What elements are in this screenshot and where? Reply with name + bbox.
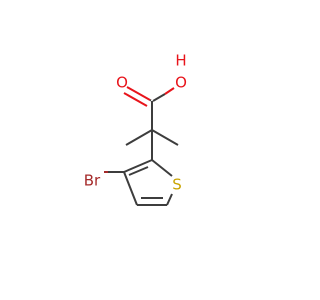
bond-methyl-right (151, 129, 179, 146)
bromine-label: Br (84, 172, 101, 190)
oxygen-hydroxyl-label: O (175, 74, 187, 92)
bond-ring-c2-c3-double (128, 166, 149, 176)
bond-oh (164, 87, 175, 95)
bond-carbonyl-double-b (123, 92, 148, 107)
bond-ring-c5-s (166, 193, 173, 206)
sulfur-label: S (172, 176, 182, 194)
bond-carboxyl-carbon-to-oh (152, 93, 166, 102)
hydrogen-hydroxyl-label: H (175, 52, 186, 70)
bond-ring-c3-c4 (123, 171, 138, 206)
bond-carbonyl-double-a (126, 86, 151, 101)
bond-ring-s-c2 (151, 159, 173, 177)
oxygen-carbonyl-label: O (116, 74, 128, 92)
bond-methyl-left (125, 129, 153, 146)
chemical-structure-diagram: O O H Br S (84, 52, 187, 206)
bond-carbonyl-double-a-carbon (149, 99, 152, 102)
bond-ring-c2-c3-single (123, 159, 153, 173)
